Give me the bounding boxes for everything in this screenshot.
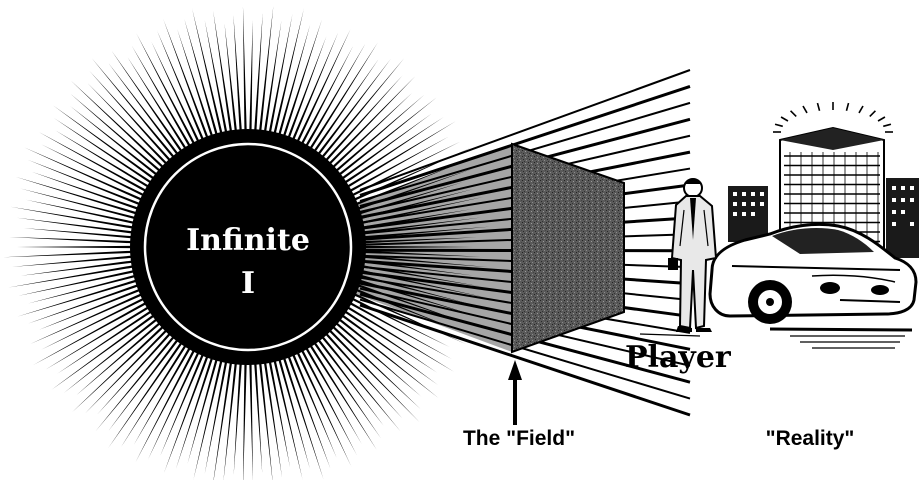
field-panel — [511, 142, 625, 354]
i-label: I — [241, 266, 255, 301]
field-label: The "Field" — [463, 427, 575, 450]
reality-label: "Reality" — [766, 427, 855, 450]
sports-car-icon — [708, 222, 918, 349]
infinite-i-sphere: Infinite I — [130, 129, 366, 365]
infinite-label: Infinite — [186, 223, 310, 258]
player-label: Player — [625, 340, 732, 375]
field-arrow-icon — [508, 360, 522, 425]
businessman-figure-icon — [639, 178, 718, 337]
